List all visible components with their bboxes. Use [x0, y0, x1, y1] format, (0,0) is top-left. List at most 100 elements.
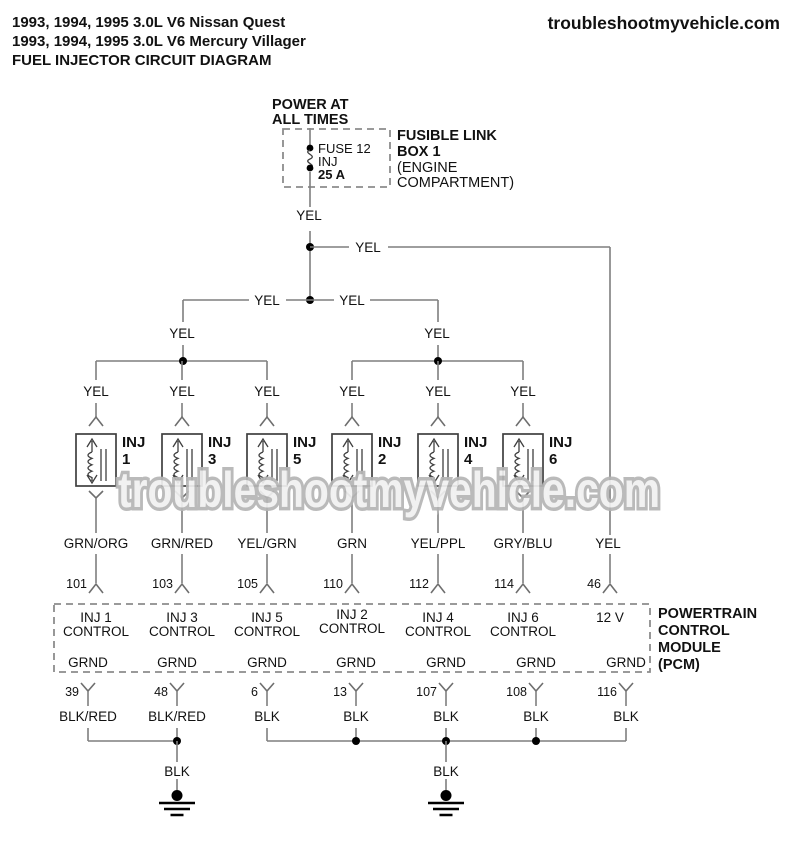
wire-color-label: BLK — [523, 709, 549, 724]
ground-bus-left: BLK — [88, 737, 195, 817]
pcm-ground-label: GRND — [336, 655, 376, 670]
header-line-3: FUEL INJECTOR CIRCUIT DIAGRAM — [12, 52, 271, 69]
wire-color-label: GRN — [337, 536, 367, 551]
pcm-terminal-label: CONTROL — [319, 621, 385, 636]
connector-icon — [348, 682, 364, 693]
injector-name: INJ — [549, 434, 572, 451]
wire-color-label: YEL/PPL — [411, 536, 466, 551]
connector-icon — [169, 682, 185, 693]
pcm-label-line-3: MODULE — [658, 640, 721, 656]
injector-symbol — [161, 433, 203, 487]
injector-column-6: YEL INJ 6 GRY/BLU 114 — [493, 361, 572, 594]
injector-column-1: YEL INJ 1 GRN/ORG 101 — [64, 361, 145, 594]
wire-segment — [388, 246, 611, 535]
pcm-terminal-label: CONTROL — [490, 624, 556, 639]
connector-icon — [618, 682, 634, 693]
wire-color-label: BLK — [613, 709, 639, 724]
wire-color-label: YEL — [595, 536, 621, 551]
connector-icon — [88, 415, 104, 427]
fuse-circuit: INJ — [318, 154, 338, 169]
pcm-label-line-2: CONTROL — [658, 623, 730, 639]
pcm-terminal-label: CONTROL — [63, 624, 129, 639]
chassis-ground-icon — [159, 790, 195, 817]
junction-dot — [532, 737, 540, 745]
fuse-name: FUSE 12 — [318, 141, 371, 156]
pcm-terminal-label: INJ 4 — [422, 610, 454, 625]
pcm-pin-number: 105 — [237, 577, 258, 591]
wire-color-label: YEL — [355, 240, 381, 255]
injector-column-4: YEL INJ 2 GRN 110 — [323, 361, 401, 594]
connector-icon — [515, 582, 531, 594]
injector-name: INJ — [378, 434, 401, 451]
connector-icon — [174, 582, 190, 594]
ground-column-6: 108 BLK — [506, 682, 549, 741]
wire-color-label: BLK — [433, 709, 459, 724]
wire-color-label: YEL — [254, 384, 280, 399]
wire-color-label: BLK/RED — [59, 709, 117, 724]
wire-color-label: YEL — [339, 293, 365, 308]
chassis-ground-icon — [428, 790, 464, 817]
wire-color-label: YEL — [424, 326, 450, 341]
wire-color-label: BLK/RED — [148, 709, 206, 724]
connector-icon — [430, 415, 446, 427]
wire-color-label: BLK — [164, 764, 190, 779]
wire-color-label: BLK — [433, 764, 459, 779]
wire-color-label: YEL — [425, 384, 451, 399]
wire-color-label: GRY/BLU — [493, 536, 552, 551]
pcm-ground-label: GRND — [157, 655, 197, 670]
ground-column-1: 39 BLK/RED — [59, 682, 117, 741]
fuse-rating: 25 A — [318, 167, 346, 182]
pcm-pin-number: 108 — [506, 685, 527, 699]
wire-color-label: YEL — [169, 326, 195, 341]
pcm-label-line-4: (PCM) — [658, 657, 700, 673]
injector-symbol — [502, 433, 544, 487]
fuse-box-label-line-3: (ENGINE — [397, 160, 458, 176]
injector-column-5: YEL INJ 4 YEL/PPL 112 — [409, 361, 487, 594]
ground-column-4: 13 BLK — [333, 682, 369, 741]
injector-symbol — [331, 433, 373, 487]
pcm-ground-label: GRND — [426, 655, 466, 670]
pcm-ground-label: GRND — [516, 655, 556, 670]
connector-icon — [430, 582, 446, 594]
connector-icon — [528, 682, 544, 693]
header: 1993, 1994, 1995 3.0L V6 Nissan Quest 19… — [12, 13, 780, 69]
fuse-box-label-line-1: FUSIBLE LINK — [397, 128, 497, 144]
header-line-2: 1993, 1994, 1995 3.0L V6 Mercury Village… — [12, 33, 306, 50]
pcm-terminal-label: INJ 5 — [251, 610, 283, 625]
ground-column-3: 6 BLK — [251, 682, 280, 741]
pcm-terminal-label: CONTROL — [405, 624, 471, 639]
wire-color-label: GRN/ORG — [64, 536, 129, 551]
wire-color-label: YEL — [169, 384, 195, 399]
injector-column-3: YEL INJ 5 YEL/GRN 105 — [237, 361, 316, 594]
header-line-1: 1993, 1994, 1995 3.0L V6 Nissan Quest — [12, 14, 285, 31]
distribution-wiring: YEL YEL YEL YEL YEL YEL — [96, 172, 611, 535]
injector-name: INJ — [122, 434, 145, 451]
injector-number: 3 — [208, 451, 216, 468]
fuse-box-label-line-4: COMPARTMENT) — [397, 175, 514, 191]
fuse-icon — [306, 144, 314, 172]
connector-icon — [602, 582, 618, 594]
power-label-line-1: POWER AT — [272, 97, 349, 113]
fusible-link-box-outline — [282, 128, 391, 188]
injector-number: 6 — [549, 451, 557, 468]
pcm-pin-number: 46 — [587, 577, 601, 591]
pcm-pin-number: 107 — [416, 685, 437, 699]
junction-dot — [179, 357, 187, 365]
ground-column-5: 107 BLK — [416, 682, 459, 741]
injector-symbol — [75, 433, 117, 487]
pcm-terminal-label: CONTROL — [149, 624, 215, 639]
fusible-link-box: FUSE 12 INJ 25 A FUSIBLE LINK BOX 1 (ENG… — [282, 128, 514, 191]
pcm-ground-label: GRND — [247, 655, 287, 670]
injector-number: 2 — [378, 451, 386, 468]
pcm-ground-label: GRND — [68, 655, 108, 670]
injector-number: 5 — [293, 451, 301, 468]
pcm-pin-number: 101 — [66, 577, 87, 591]
wire-color-label: YEL — [296, 208, 322, 223]
connector-icon — [80, 682, 96, 693]
connector-icon — [344, 582, 360, 594]
ground-column-2: 48 BLK/RED — [148, 682, 206, 741]
pcm-pin-number: 39 — [65, 685, 79, 699]
ground-bus-right: BLK — [267, 737, 626, 817]
injector-column-2: YEL INJ 3 GRN/RED 103 — [151, 361, 231, 594]
